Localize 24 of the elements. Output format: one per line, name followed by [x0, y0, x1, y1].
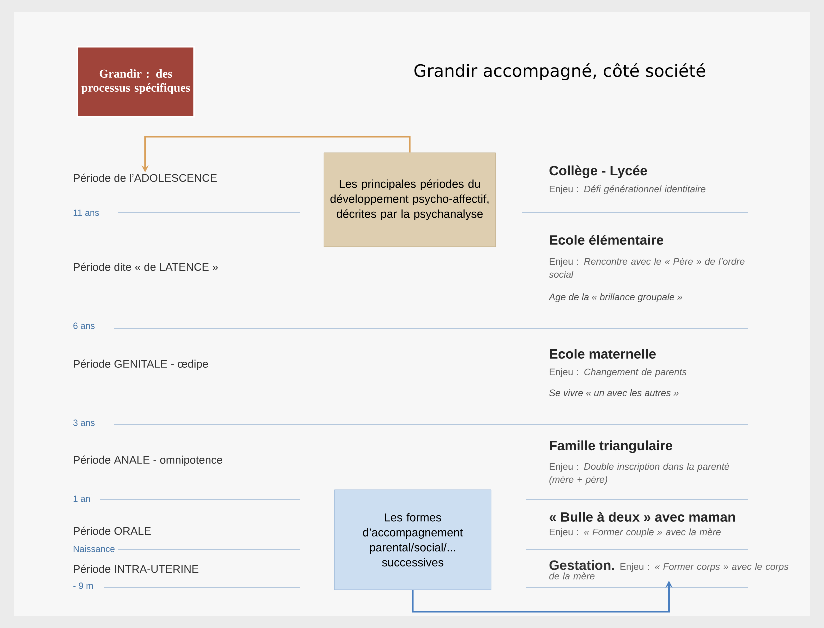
- stage-heading: « Bulle à deux » avec maman: [550, 512, 736, 522]
- title: Grandir accompagné, côté société: [414, 63, 706, 81]
- period-label: Période GENITALE - œdipe: [74, 360, 208, 370]
- stage-heading: Collège - Lycée: [550, 166, 648, 178]
- stake-text: Enjeu : Changement de parents: [550, 368, 687, 378]
- stake-text: Enjeu : « Former couple » avec la mère: [550, 528, 721, 538]
- period-label: Période ORALE: [74, 526, 151, 536]
- callout-box: Les principales périodes du développement psycho-affectif, décrites par la psychanalyse: [324, 152, 496, 248]
- stake-text: Enjeu : Rencontre avec le « Père » de l’ordre social: [549, 258, 745, 278]
- stake-text: Se vivre « un avec les autres »: [549, 390, 679, 396]
- stage-heading: Ecole élémentaire: [550, 234, 664, 245]
- age-label: Naissance: [72, 544, 116, 554]
- period-label: Période de l’ADOLESCENCE: [74, 174, 217, 182]
- callout-box: Les formes d’accompagnement parental/social/... successives: [334, 490, 492, 590]
- period-label: Période ANALE - omnipotence: [74, 456, 222, 466]
- stake-text: Enjeu : Double inscription dans la parenté (mère + père): [550, 463, 730, 485]
- stage-text: Gestation. Enjeu : « Former corps » avec le corps de la mère: [550, 560, 789, 580]
- stage-heading: Ecole maternelle: [550, 349, 656, 359]
- stake-text: Enjeu : Défi générationnel identitaire: [550, 186, 706, 194]
- heading-box: Grandir : des processus spécifiques: [76, 46, 196, 118]
- stake-text: Age de la « brillance groupale »: [548, 294, 682, 302]
- period-label: Période dite « de LATENCE »: [74, 262, 218, 272]
- period-label: Période INTRA-UTERINE: [74, 564, 199, 574]
- stage-heading: Famille triangulaire: [550, 440, 673, 454]
